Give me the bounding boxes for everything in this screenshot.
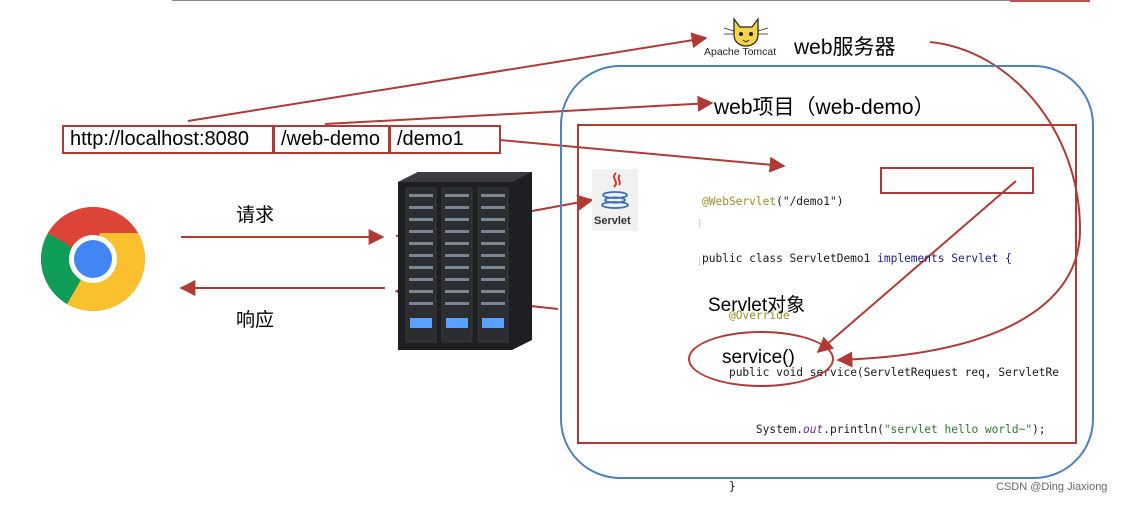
code-line-class: public class ServletDemo1 implements Ser… xyxy=(702,252,1012,265)
servlet-logo-text: Servlet xyxy=(594,215,631,227)
code-gutter-mark: | xyxy=(697,257,703,267)
top-accent-line xyxy=(1010,0,1090,2)
url-project-box: /web-demo xyxy=(273,125,390,154)
web-project-container xyxy=(577,124,1077,444)
tomcat-brand-text: Apache Tomcat xyxy=(704,46,777,58)
service-method-ellipse xyxy=(688,331,834,387)
java-cup-icon xyxy=(601,172,629,209)
code-gutter-mark: | xyxy=(697,219,703,229)
arrow-webserver-to-service xyxy=(836,41,1082,368)
request-label: 请求 xyxy=(236,205,275,226)
top-divider xyxy=(172,0,1090,1)
url-host-text: http://localhost:8080 xyxy=(70,128,250,150)
url-project-text: /web-demo xyxy=(281,128,380,150)
web-server-label: web服务器 xyxy=(794,36,896,59)
url-resource-text: /demo1 xyxy=(397,128,464,150)
response-label: 响应 xyxy=(236,310,275,331)
arrow-implements-to-service xyxy=(816,180,1017,354)
tomcat-logo: Apache Tomcat xyxy=(704,15,788,61)
watermark: CSDN @Ding Jiaxiong xyxy=(996,481,1108,493)
web-project-label: web项目（web-demo） xyxy=(714,96,935,119)
implements-highlight-box xyxy=(880,167,1034,194)
servlet-java-logo: Servlet xyxy=(592,169,638,231)
arrows-layer xyxy=(179,32,1082,368)
web-server-container xyxy=(560,65,1094,479)
servlet-object-label: Servlet对象 xyxy=(708,295,806,316)
arrow-resource-to-annotation xyxy=(499,139,786,173)
service-method-label: service() xyxy=(722,347,795,368)
url-resource-box: /demo1 xyxy=(389,125,501,154)
code-line-println: System.out.println("servlet hello world~… xyxy=(755,423,1046,436)
tomcat-cat-icon xyxy=(723,17,769,47)
code-line-annotation: @WebServlet("/demo1") xyxy=(702,195,844,208)
code-line-close: } xyxy=(728,480,736,493)
server-rack-icon xyxy=(398,172,532,350)
arrow-host-to-tomcat xyxy=(187,32,708,122)
arrow-project-to-webapp xyxy=(324,95,714,125)
chrome-browser-icon xyxy=(40,206,146,312)
code-block: @WebServlet("/demo1") public class Servl… xyxy=(702,154,1076,515)
url-host-box: http://localhost:8080 xyxy=(62,125,274,154)
code-line-override: @Override xyxy=(728,309,790,322)
